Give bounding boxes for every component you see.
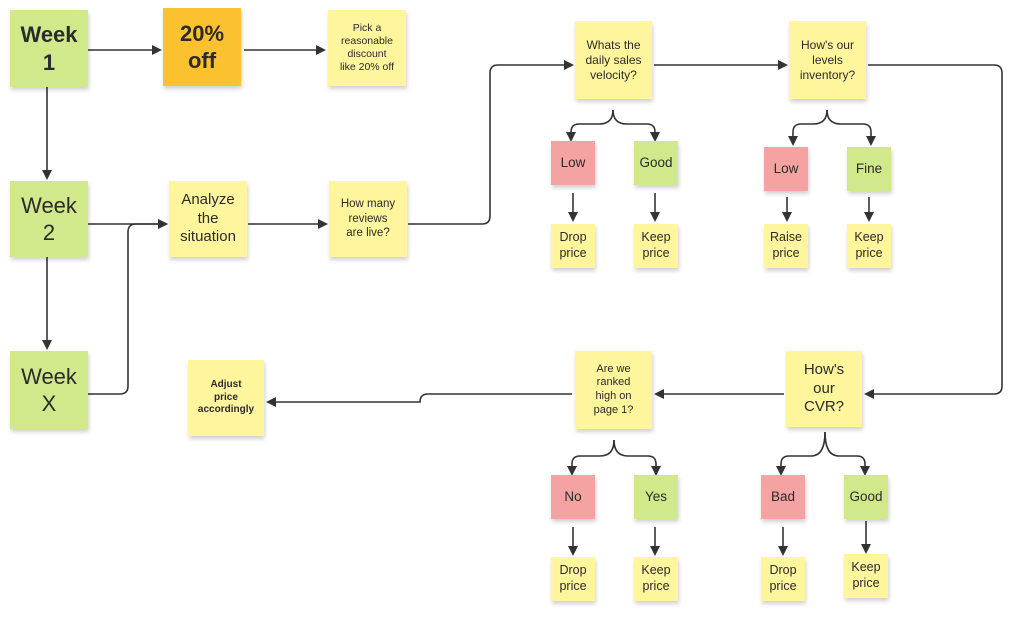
note-cvr-good[interactable]: Good [844, 475, 888, 519]
note-ranked-drop-price[interactable]: Drop price [551, 557, 595, 601]
arrow-cvr-branch-good [824, 431, 870, 476]
note-velocity-keep-price[interactable]: Keep price [634, 224, 678, 268]
note-pick-discount[interactable]: Pick a reasonable discount like 20% off [328, 10, 406, 86]
note-velocity-drop-price[interactable]: Drop price [551, 224, 595, 268]
note-inventory-levels[interactable]: How's our levels inventory? [789, 21, 866, 99]
note-cvr-keep-price[interactable]: Keep price [844, 554, 888, 598]
note-cvr[interactable]: How's our CVR? [786, 351, 862, 427]
note-inventory-fine[interactable]: Fine [847, 147, 891, 191]
note-how-many-reviews[interactable]: How many reviews are live? [329, 181, 407, 257]
arrow-inventory-branch-low [788, 109, 828, 146]
note-inventory-raise-price[interactable]: Raise price [764, 224, 808, 268]
note-ranked-keep-price[interactable]: Keep price [634, 557, 678, 601]
note-velocity-low[interactable]: Low [551, 141, 595, 185]
note-analyze-situation[interactable]: Analyze the situation [169, 181, 247, 257]
arrow-ranked-to-adjust [266, 393, 572, 407]
note-week-x[interactable]: Week X [10, 351, 88, 429]
note-cvr-bad[interactable]: Bad [761, 475, 805, 519]
note-ranked-no[interactable]: No [551, 475, 595, 519]
arrow-inventory-branch-fine [826, 109, 876, 146]
note-adjust-price[interactable]: Adjust price accordingly [188, 360, 264, 436]
arrow-ranked-branch-yes [613, 439, 661, 476]
arrow-cvr-branch-bad [776, 431, 826, 476]
note-week-2[interactable]: Week 2 [10, 181, 88, 257]
arrow-weekx-to-analyze [88, 219, 168, 395]
note-velocity-good[interactable]: Good [634, 141, 678, 185]
note-cvr-drop-price[interactable]: Drop price [761, 557, 805, 601]
arrow-ranked-branch-no [567, 439, 615, 476]
note-daily-sales-velocity[interactable]: Whats the daily sales velocity? [575, 21, 652, 99]
note-ranked-page-1[interactable]: Are we ranked high on page 1? [575, 351, 652, 429]
note-inventory-low[interactable]: Low [764, 147, 808, 191]
arrow-reviews-to-velocity [408, 60, 574, 225]
note-20-off[interactable]: 20% off [163, 8, 241, 86]
note-inventory-keep-price[interactable]: Keep price [847, 224, 891, 268]
arrow-velocity-branch-good [612, 109, 660, 142]
note-week-1[interactable]: Week 1 [10, 10, 88, 87]
arrow-velocity-branch-low [566, 109, 614, 142]
note-ranked-yes[interactable]: Yes [634, 475, 678, 519]
